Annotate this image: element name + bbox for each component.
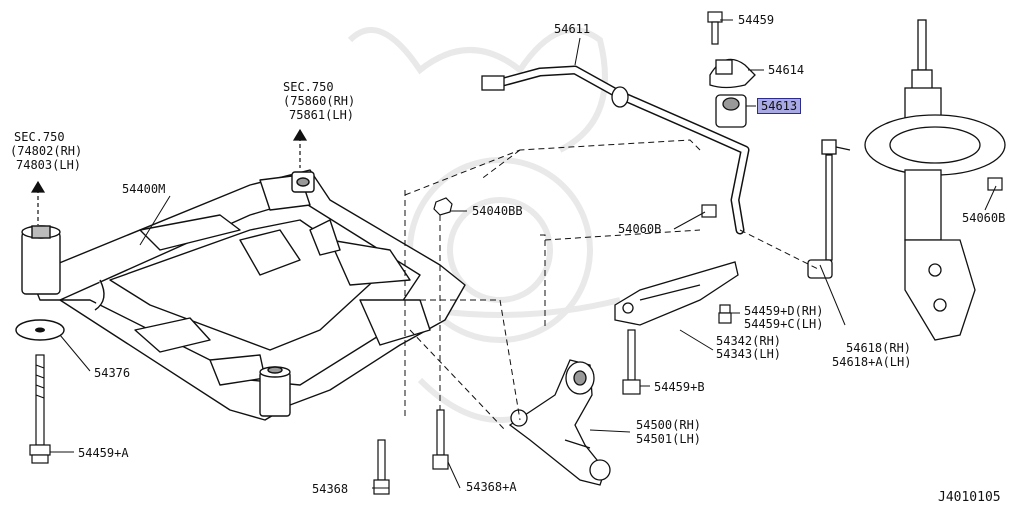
bolt-54459A (29, 354, 51, 464)
label-54368: 54368 (312, 482, 349, 496)
sec-title: SEC.750 (14, 130, 65, 144)
nut-54040BB (433, 197, 453, 216)
bolt-54459B (622, 329, 641, 395)
label-54459A: 54459+A (78, 446, 129, 460)
label-54376: 54376 (94, 366, 131, 380)
stabilizer-bar-inner (489, 67, 748, 233)
label-54614: 54614 (768, 63, 805, 77)
bracket-54342 (614, 261, 739, 326)
subframe-crossmember (29, 169, 466, 421)
label-54501: 54501(LH) (636, 432, 702, 446)
clamp-54614 (709, 58, 756, 89)
bushing-54613 (715, 94, 747, 128)
sec-line: 74803(LH) (16, 158, 82, 172)
bolt-54368A (432, 409, 449, 470)
label-54611: 54611 (554, 22, 591, 36)
sec-line: (74802(RH) (10, 144, 83, 158)
label-54060B-left: 54060B (618, 222, 662, 236)
label-54459: 54459 (738, 13, 775, 27)
sec-line: 75861(LH) (289, 108, 355, 122)
nut-54060B-left (701, 204, 717, 218)
bushing-top (291, 171, 315, 193)
label-54060B-right: 54060B (962, 211, 1006, 225)
label-54400M: 54400M (122, 182, 166, 196)
strut-assembly (864, 19, 1006, 341)
sec-line: (75860(RH) (283, 94, 356, 108)
bolt-54459-top (707, 11, 723, 45)
label-54459B: 54459+B (654, 380, 705, 394)
dashed-guides (404, 139, 821, 431)
label-54613-highlighted: 54613 (757, 98, 802, 114)
bolt-54368 (373, 439, 390, 495)
label-54343: 54343(LH) (716, 347, 782, 361)
bolt-54459D (718, 304, 732, 324)
label-54368A: 54368+A (466, 480, 517, 494)
bushing-left (21, 225, 61, 295)
sec-ref-750-a: SEC.750 (75860(RH) 75861(LH) (283, 80, 355, 122)
sec-title: SEC.750 (283, 80, 334, 94)
bar-bushing-mid (611, 86, 629, 108)
bushing-rear (259, 366, 291, 417)
bar-end-link (481, 75, 505, 91)
leader-lines (50, 19, 997, 489)
label-54618A: 54618+A(LH) (832, 355, 912, 369)
nut-54060B-right (987, 177, 1003, 191)
sec-ref-750-b: SEC.750 (74802(RH) 74803(LH) (10, 130, 82, 172)
label-54459D: 54459+D(RH) (744, 304, 824, 318)
stabilizer-link (807, 139, 851, 279)
sec-arrows (30, 128, 308, 225)
diagram-code: J4010105 (938, 490, 1001, 505)
label-54459C: 54459+C(LH) (744, 317, 824, 331)
label-54342: 54342(RH) (716, 334, 782, 348)
lower-arm-54500 (508, 359, 611, 486)
label-54500: 54500(RH) (636, 418, 702, 432)
label-54618: 54618(RH) (846, 341, 912, 355)
label-54040BB: 54040BB (472, 204, 523, 218)
washer-hole (35, 327, 45, 333)
